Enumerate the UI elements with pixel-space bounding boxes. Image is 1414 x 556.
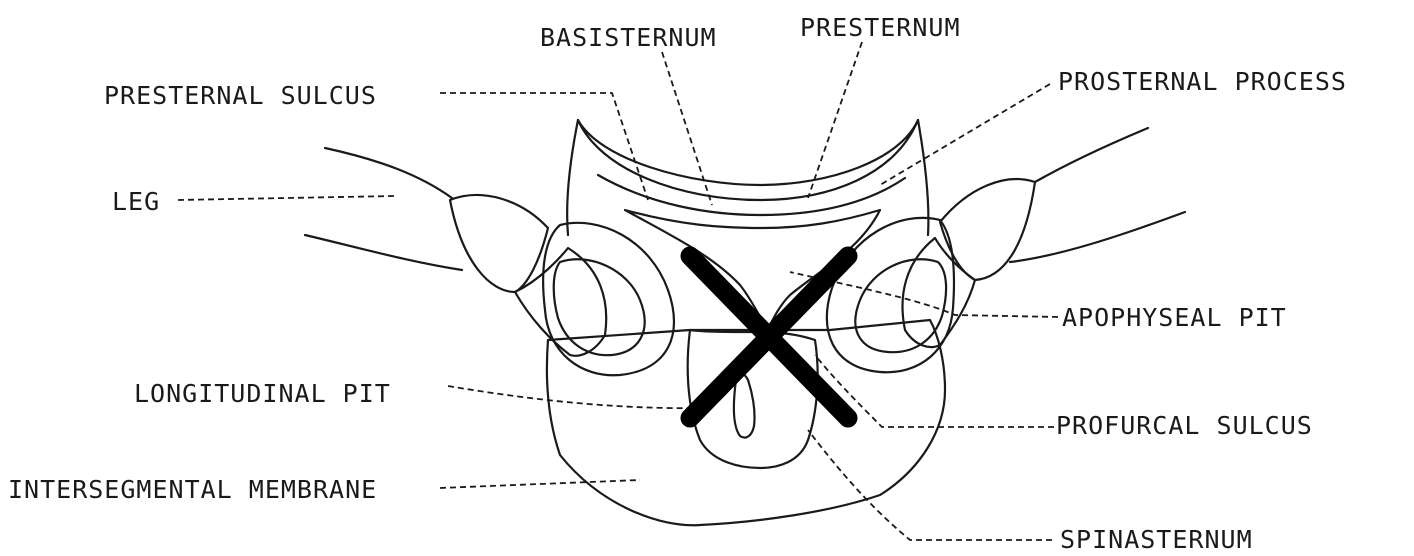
label-presternal-sulcus: PRESTERNAL SULCUS [104,81,377,110]
leader-longitudinal-pit [448,386,712,408]
right-coxa-socket [855,259,946,352]
label-intersegmental-membrane: INTERSEGMENTAL MEMBRANE [8,475,377,504]
label-profurcal-sulcus: PROFURCAL SULCUS [1056,411,1313,440]
longitudinal-pit [734,374,755,438]
leader-spinasternum [808,430,1052,540]
right-leg-coxa [903,238,975,347]
label-spinasternum: SPINASTERNUM [1060,525,1253,554]
leader-leg [178,196,395,200]
leader-lines [178,42,1058,540]
presternum-band [598,175,905,215]
leader-intersegmental-membrane [440,480,640,488]
left-leg-trochanter [450,195,548,292]
left-leg-femur [305,148,462,270]
prosternal-process-outline [567,120,928,235]
label-basisternum: BASISTERNUM [540,23,717,52]
left-coxa-ring [543,223,674,375]
label-longitudinal-pit: LONGITUDINAL PIT [134,379,391,408]
label-leg: LEG [112,187,160,216]
labels: BASISTERNUM PRESTERNUM PRESTERNAL SULCUS… [8,13,1347,554]
left-coxa-socket [554,259,645,355]
right-leg-femur [1010,128,1185,262]
leader-basisternum [662,52,712,205]
leader-prosternal-process [880,84,1050,185]
prosternal-process-crescent [578,120,918,200]
label-prosternal-process: PROSTERNAL PROCESS [1058,67,1347,96]
label-presternum: PRESTERNUM [800,13,961,42]
label-apophyseal-pit: APOPHYSEAL PIT [1062,303,1287,332]
cross-out-mark [690,256,848,418]
